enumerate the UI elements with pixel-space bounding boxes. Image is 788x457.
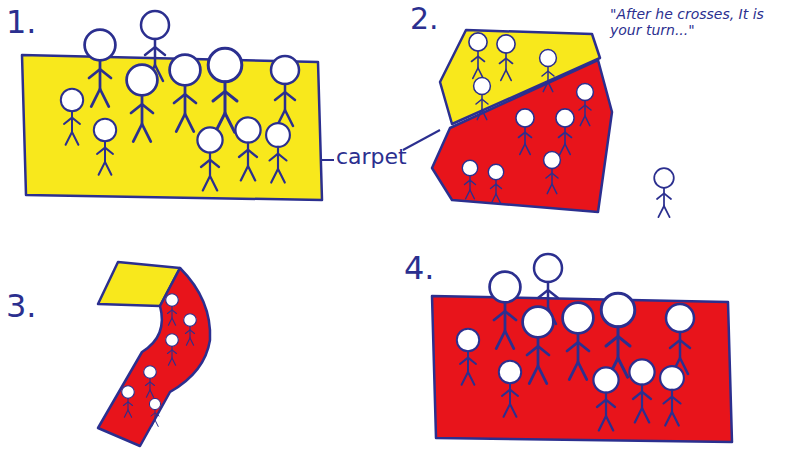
waiting-person	[654, 168, 674, 217]
people-group	[462, 33, 593, 203]
people-group	[61, 11, 299, 190]
panel-number: 2.	[410, 2, 439, 37]
panel-number: 1.	[6, 4, 37, 41]
leader-line	[322, 159, 334, 161]
panel-number: 3.	[6, 288, 37, 325]
red-carpet	[432, 296, 732, 442]
people-group	[122, 294, 197, 427]
yellow-carpet	[22, 55, 322, 200]
leader-line	[403, 130, 440, 150]
people-group	[457, 254, 694, 430]
speech-quote: "After he crosses, It is your turn..."	[610, 6, 782, 38]
part-label: carpet	[336, 144, 407, 169]
panel-number: 4.	[404, 250, 435, 287]
red-carpet	[98, 268, 210, 446]
